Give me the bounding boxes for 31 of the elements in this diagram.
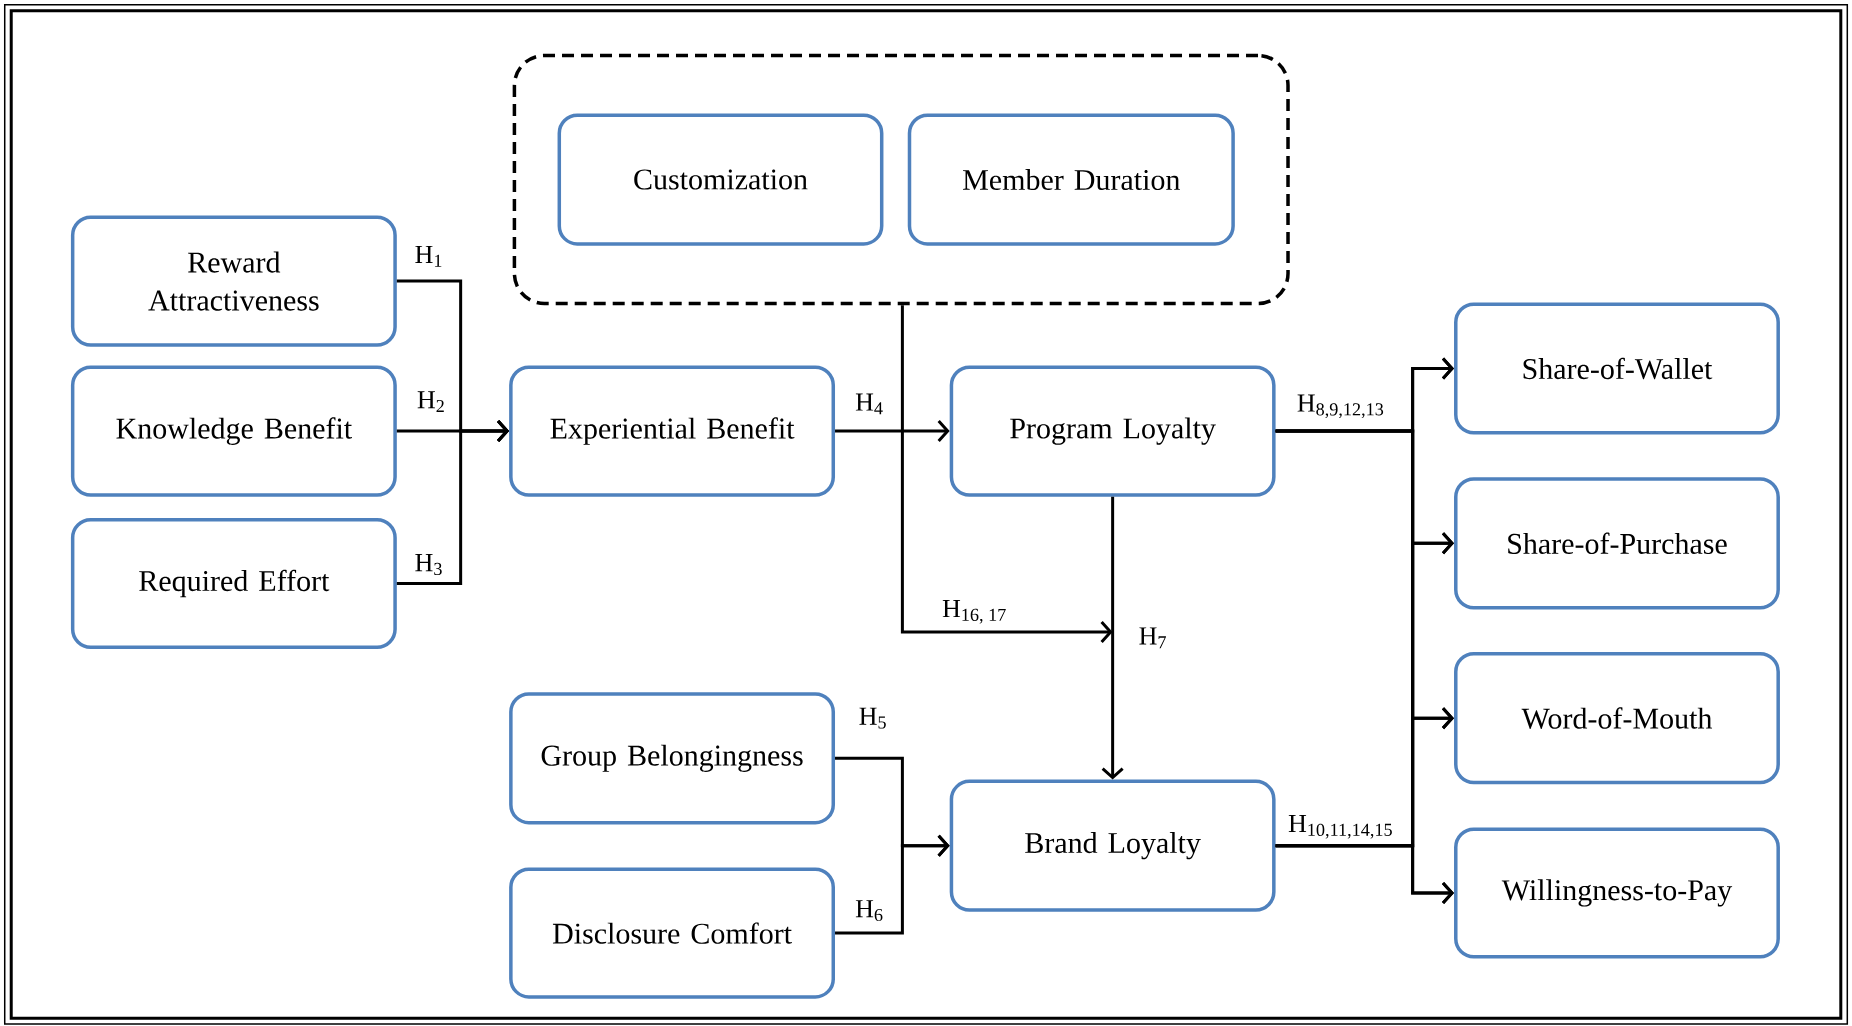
dashed-group-box [512, 53, 1290, 306]
edge-label: H$_{6}$ [854, 899, 885, 923]
arrow [900, 305, 1113, 643]
edge-label: H$_{8,9,12,13}$ [1295, 393, 1386, 420]
concept-box: Knowledge Benefit [70, 365, 397, 497]
edge-label: H$_{2}$ [415, 390, 447, 413]
concept-box: Reward Attractiveness [70, 215, 397, 347]
concept-box: Customization [557, 113, 884, 246]
concept-box: Experiential Benefit [509, 365, 835, 497]
arrow [1101, 496, 1124, 780]
edge-label: H$_{16, 17}$ [941, 599, 1008, 625]
arrow [835, 420, 950, 443]
edge-label: H$_{4}$ [854, 392, 885, 416]
arrow [396, 420, 510, 585]
arrow [835, 834, 950, 935]
concept-box: Required Effort [70, 517, 397, 650]
concept-box: Disclosure Comfort [509, 867, 835, 999]
concept-box: Share-of-Wallet [1454, 302, 1780, 435]
concept-box: Program Loyalty [949, 365, 1276, 497]
concept-box: Brand Loyalty [949, 779, 1276, 912]
concept-box: Share-of-Purchase [1454, 477, 1780, 610]
edge-label: H$_{7}$ [1137, 626, 1168, 650]
concept-box: Member Duration [907, 113, 1235, 246]
concept-box: Willingness-to-Pay [1454, 827, 1780, 959]
concept-box: Word-of-Mouth [1454, 652, 1780, 785]
edge-label: H$_{1}$ [413, 244, 444, 268]
edge-label: H$_{10,11,14,15}$ [1287, 814, 1395, 840]
edge-label: H$_{5}$ [857, 706, 889, 730]
arrow [1275, 844, 1455, 904]
concept-box: Group Belongingness [509, 692, 835, 825]
edge-label: H$_{3}$ [413, 553, 444, 577]
